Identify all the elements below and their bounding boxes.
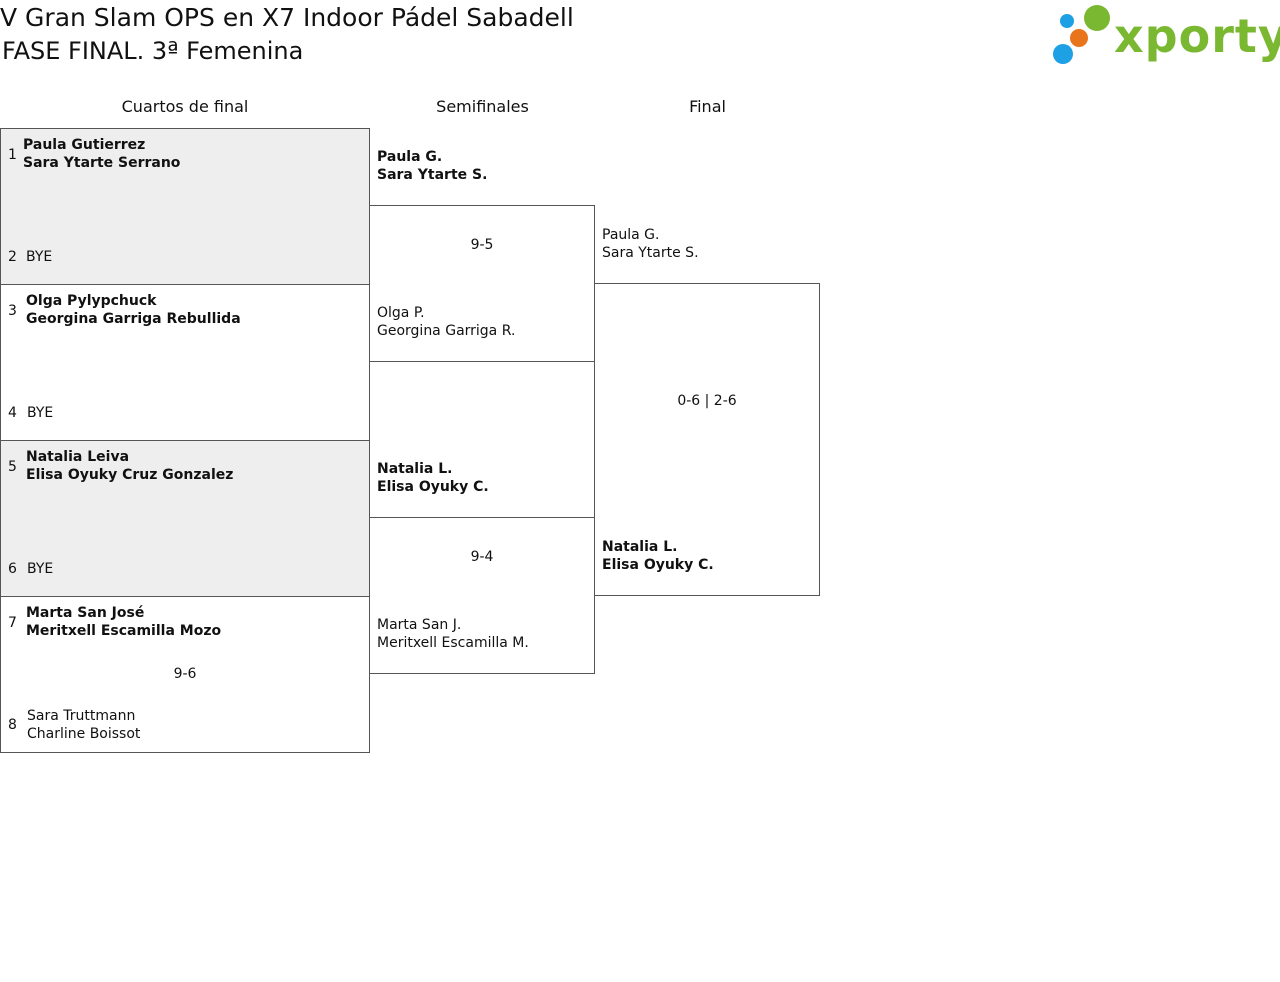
quarterfinal-match-2[interactable]: 3 Olga Pylypchuck Georgina Garriga Rebul…	[0, 284, 370, 441]
bye-label: BYE	[26, 249, 53, 265]
player-name: Paula Gutierrez	[23, 137, 146, 153]
xporty-dots-icon	[1053, 5, 1110, 64]
bye-label: BYE	[27, 561, 54, 577]
tournament-title: V Gran Slam OPS en X7 Indoor Pádel Sabad…	[0, 3, 574, 32]
seed-number: 2	[8, 249, 17, 265]
seed-number: 8	[8, 717, 17, 733]
player-name: Sara Ytarte Serrano	[23, 155, 181, 171]
seed-number: 6	[8, 561, 17, 577]
seed-number: 4	[8, 405, 17, 421]
phase-subtitle: FASE FINAL. 3ª Femenina	[2, 37, 304, 65]
quarterfinal-match-4[interactable]: 7 Marta San José Meritxell Escamilla Moz…	[0, 596, 370, 753]
player-name: Natalia L.	[377, 461, 453, 477]
quarterfinal-match-1[interactable]: 1 Paula Gutierrez Sara Ytarte Serrano 2 …	[0, 128, 370, 285]
player-name: Elisa Oyuky C.	[377, 479, 489, 495]
semifinal-match-2[interactable]: 9-4 Marta San J. Meritxell Escamilla M.	[369, 517, 595, 674]
player-name: Sara Ytarte S.	[377, 167, 488, 183]
player-name: Natalia L.	[602, 539, 678, 555]
bye-label: BYE	[27, 405, 54, 421]
match-score: 9-6	[173, 666, 197, 682]
player-name: Elisa Oyuky C.	[602, 557, 714, 573]
round-header-final: Final	[689, 97, 726, 116]
player-name: Georgina Garriga R.	[377, 323, 516, 339]
round-header-quarterfinals: Cuartos de final	[121, 97, 249, 116]
seed-number: 7	[8, 615, 17, 631]
player-name: Sara Ytarte S.	[602, 245, 699, 261]
player-name: Natalia Leiva	[26, 449, 130, 465]
player-name: Olga Pylypchuck	[26, 293, 157, 309]
semifinal-match-1[interactable]: 9-5 Olga P. Georgina Garriga R.	[369, 205, 595, 362]
player-name: Sara Truttmann	[27, 708, 136, 724]
player-name: Marta San José	[26, 605, 145, 621]
player-name: Paula G.	[377, 149, 443, 165]
player-name: Meritxell Escamilla M.	[377, 635, 529, 651]
round-header-semifinals: Semifinales	[436, 97, 529, 116]
match-score: 9-4	[470, 549, 494, 565]
final-match[interactable]: 0-6 | 2-6 Natalia L. Elisa Oyuky C.	[594, 283, 820, 596]
player-name: Meritxell Escamilla Mozo	[26, 623, 222, 639]
match-score: 9-5	[470, 237, 494, 253]
player-name: Paula G.	[602, 227, 660, 243]
player-name: Georgina Garriga Rebullida	[26, 311, 241, 327]
player-name: Charline Boissot	[27, 726, 141, 742]
player-name: Marta San J.	[377, 617, 462, 633]
seed-number: 1	[8, 147, 17, 163]
player-name: Olga P.	[377, 305, 425, 321]
quarterfinal-match-3[interactable]: 5 Natalia Leiva Elisa Oyuky Cruz Gonzale…	[0, 440, 370, 597]
seed-number: 5	[8, 459, 17, 475]
xporty-logo-text: xporty	[1114, 9, 1280, 63]
seed-number: 3	[8, 303, 17, 319]
player-name: Elisa Oyuky Cruz Gonzalez	[26, 467, 234, 483]
xporty-logo[interactable]: xporty	[1050, 4, 1280, 68]
match-score: 0-6 | 2-6	[677, 393, 737, 409]
